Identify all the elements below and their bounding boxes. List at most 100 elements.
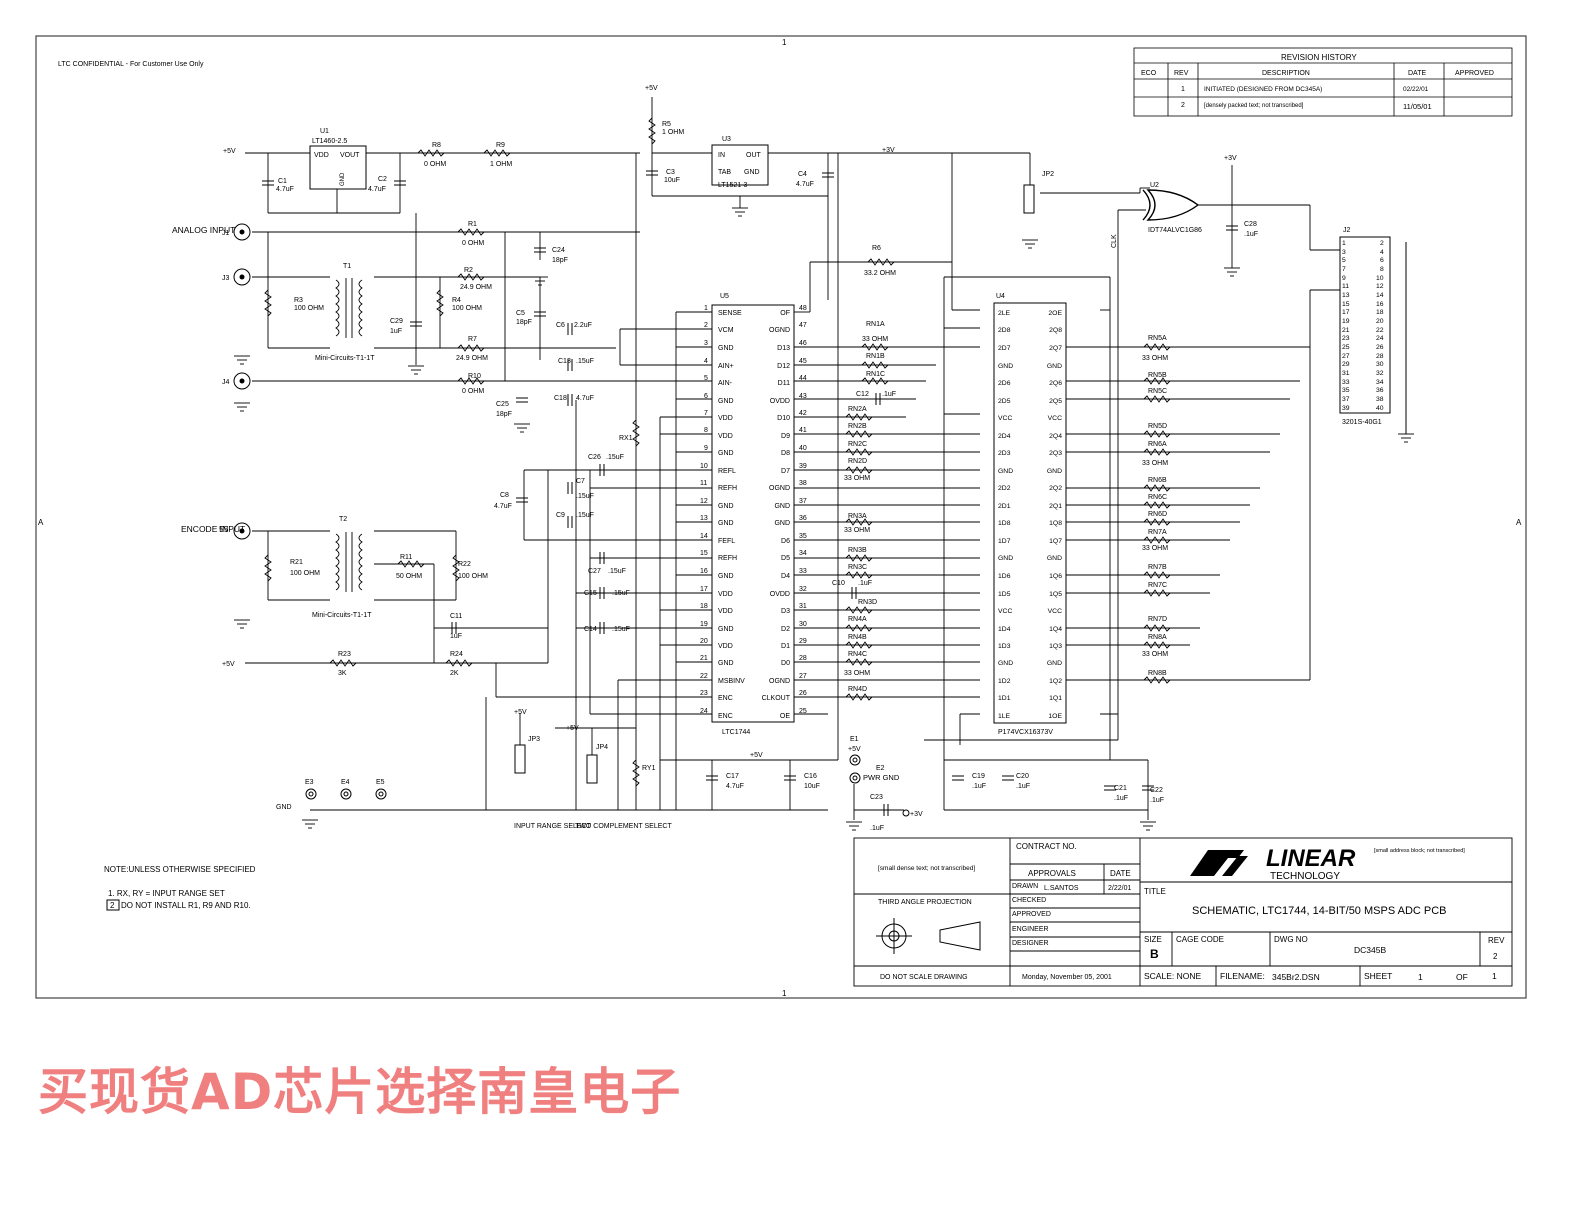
svg-text:3K: 3K: [338, 670, 347, 677]
scale-label: SCALE: NONE: [1144, 971, 1201, 981]
svg-text:C9: C9: [556, 512, 565, 519]
svg-text:RN5A: RN5A: [1148, 335, 1167, 342]
svg-text:D9: D9: [781, 433, 790, 440]
svg-text:16: 16: [700, 568, 708, 575]
svg-text:15: 15: [1342, 301, 1350, 308]
svg-text:4.7uF: 4.7uF: [494, 503, 512, 510]
svg-text:16: 16: [1376, 301, 1384, 308]
svg-text:1: 1: [1342, 240, 1346, 247]
svg-text:RN6A: RN6A: [1148, 441, 1167, 448]
svg-text:R7: R7: [468, 336, 477, 343]
e3-label: E3: [305, 779, 314, 786]
svg-text:29: 29: [799, 638, 807, 645]
company-address: [small address block; not transcribed]: [1374, 848, 1465, 854]
svg-text:D3: D3: [781, 608, 790, 615]
svg-text:18pF: 18pF: [496, 411, 512, 418]
connector-j1: [233, 223, 251, 241]
svg-text:OGND: OGND: [769, 485, 790, 492]
svg-text:13: 13: [1342, 292, 1350, 299]
svg-text:0 OHM: 0 OHM: [424, 161, 446, 168]
drawn-by: L.SANTOS: [1044, 885, 1079, 892]
svg-text:1Q4: 1Q4: [1049, 626, 1062, 633]
u3-pin-out: OUT: [746, 152, 762, 159]
svg-text:C15: C15: [584, 590, 597, 597]
svg-text:38: 38: [799, 480, 807, 487]
svg-text:OF: OF: [780, 310, 790, 317]
svg-text:34: 34: [1376, 379, 1384, 386]
u4-part: P174VCX16373V: [998, 729, 1053, 736]
zone-top: 1: [782, 38, 787, 47]
svg-text:R21: R21: [290, 559, 303, 566]
svg-text:1Q8: 1Q8: [1049, 520, 1062, 527]
svg-text:1D5: 1D5: [998, 591, 1011, 598]
svg-text:1uF: 1uF: [450, 633, 462, 640]
u3-pin-tab: TAB: [718, 169, 731, 176]
rev-row2-date: 11/05/01: [1403, 102, 1432, 111]
svg-text:.15uF: .15uF: [612, 590, 630, 597]
svg-text:4.7uF: 4.7uF: [726, 783, 744, 790]
svg-text:0 OHM: 0 OHM: [462, 388, 484, 395]
svg-text:50 OHM: 50 OHM: [396, 573, 422, 580]
svg-text:REFH: REFH: [718, 485, 737, 492]
plus3v-rail: +3V: [882, 147, 895, 154]
rev-label: REV: [1488, 936, 1505, 945]
svg-text:.1uF: .1uF: [1150, 797, 1164, 804]
svg-text:C4: C4: [798, 171, 807, 178]
svg-text:4: 4: [1380, 249, 1384, 256]
e4-label: E4: [341, 779, 350, 786]
svg-text:.15uF: .15uF: [576, 493, 594, 500]
u1-pin-vdd: VDD: [314, 152, 329, 159]
svg-text:34: 34: [799, 550, 807, 557]
svg-text:D8: D8: [781, 450, 790, 457]
encode-input-label: ENCODE INPUT: [181, 524, 245, 534]
svg-text:RN6B: RN6B: [1148, 477, 1167, 484]
filename-value: 345Br2.DSN: [1272, 972, 1320, 982]
resistor-symbols: [264, 117, 895, 787]
svg-text:100 OHM: 100 OHM: [458, 573, 488, 580]
svg-text:RN7D: RN7D: [1148, 616, 1167, 623]
approvals-label: APPROVALS: [1028, 869, 1076, 878]
zone-right: A: [1516, 518, 1522, 527]
svg-text:1Q7: 1Q7: [1049, 538, 1062, 545]
svg-text:43: 43: [799, 393, 807, 400]
svg-text:D6: D6: [781, 538, 790, 545]
svg-text:OGND: OGND: [769, 678, 790, 685]
svg-text:AIN-: AIN-: [718, 380, 733, 387]
svg-text:.15uF: .15uF: [612, 626, 630, 633]
gnd-label: GND: [276, 804, 292, 811]
svg-text:C1: C1: [278, 178, 287, 185]
schematic-title: SCHEMATIC, LTC1744, 14-BIT/50 MSPS ADC P…: [1192, 905, 1447, 917]
svg-text:GND: GND: [718, 450, 734, 457]
t2-name: T2: [339, 516, 347, 523]
svg-text:1D4: 1D4: [998, 626, 1011, 633]
svg-text:C11: C11: [450, 613, 462, 620]
svg-text:R5: R5: [662, 121, 671, 128]
svg-text:GND: GND: [718, 345, 734, 352]
svg-text:GND: GND: [1047, 468, 1062, 475]
rev-row1-description: INITIATED (DESIGNED FROM DC345A): [1204, 86, 1322, 93]
svg-text:32: 32: [799, 586, 807, 593]
svg-text:RN4A: RN4A: [848, 616, 867, 623]
jp3-header: [514, 744, 526, 774]
svg-text:VCC: VCC: [998, 608, 1012, 615]
svg-text:33 OHM: 33 OHM: [862, 336, 888, 343]
analog-input-label: ANALOG INPUT: [172, 225, 235, 235]
svg-text:C21: C21: [1114, 785, 1127, 792]
svg-text:2: 2: [1380, 240, 1384, 247]
svg-text:47: 47: [799, 322, 807, 329]
svg-text:C24: C24: [552, 247, 565, 254]
svg-text:C10: C10: [832, 580, 845, 587]
svg-text:RN4C: RN4C: [848, 651, 867, 658]
u3-pin-gnd: GND: [744, 169, 760, 176]
u3-name: U3: [722, 136, 731, 143]
svg-text:21: 21: [700, 655, 708, 662]
svg-text:23: 23: [700, 690, 708, 697]
svg-text:RN1B: RN1B: [866, 353, 885, 360]
svg-text:RN4D: RN4D: [848, 686, 867, 693]
svg-text:37: 37: [799, 498, 807, 505]
note2-marker-box: [106, 899, 120, 911]
svg-text:C7: C7: [576, 478, 585, 485]
svg-text:1D7: 1D7: [998, 538, 1011, 545]
plus3v-c23: +3V: [910, 811, 923, 818]
